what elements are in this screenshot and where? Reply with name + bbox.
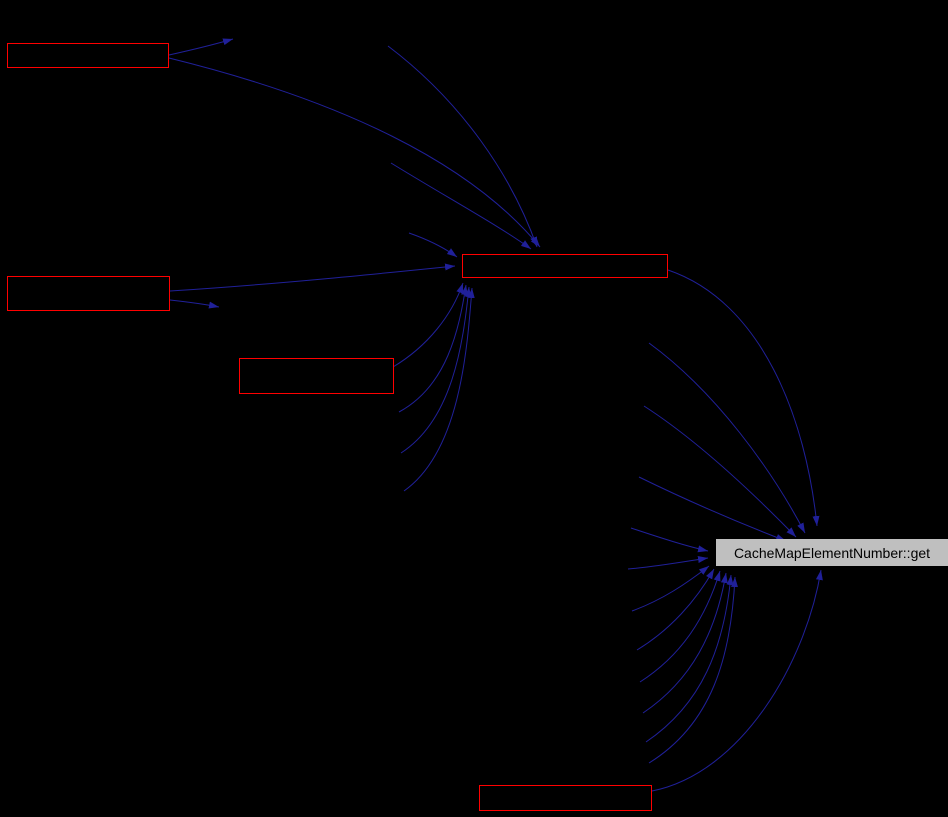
call-edge [638, 476, 787, 542]
call-edge [667, 269, 820, 527]
call-edge [390, 162, 532, 250]
call-edge [639, 570, 721, 683]
call-edge [408, 232, 458, 258]
call-edge [168, 38, 234, 56]
call-edge [627, 556, 709, 570]
call-edge [398, 284, 468, 413]
call-edge [645, 574, 734, 743]
call-edge [168, 57, 541, 248]
call-edge [392, 282, 464, 368]
call-edge [387, 45, 538, 248]
call-edge [630, 527, 709, 553]
call-edge [648, 342, 806, 534]
call-edge [169, 263, 456, 292]
node-caller-top-left[interactable] [7, 43, 169, 68]
call-edge [648, 576, 738, 764]
call-edge [631, 565, 710, 612]
node-caller-bottom[interactable] [479, 785, 652, 811]
node-current-function: CacheMapElementNumber::get [716, 539, 948, 566]
node-caller-mid-left[interactable] [7, 276, 170, 311]
call-edge [651, 569, 823, 792]
node-caller-lower-left[interactable] [239, 358, 394, 394]
call-edge [642, 572, 728, 714]
call-edge [403, 287, 475, 492]
call-edge [400, 286, 472, 454]
call-edge [636, 568, 715, 651]
edge-group [168, 38, 823, 792]
call-edge [643, 405, 797, 538]
call-edge [169, 299, 220, 309]
node-hub-center[interactable] [462, 254, 668, 278]
